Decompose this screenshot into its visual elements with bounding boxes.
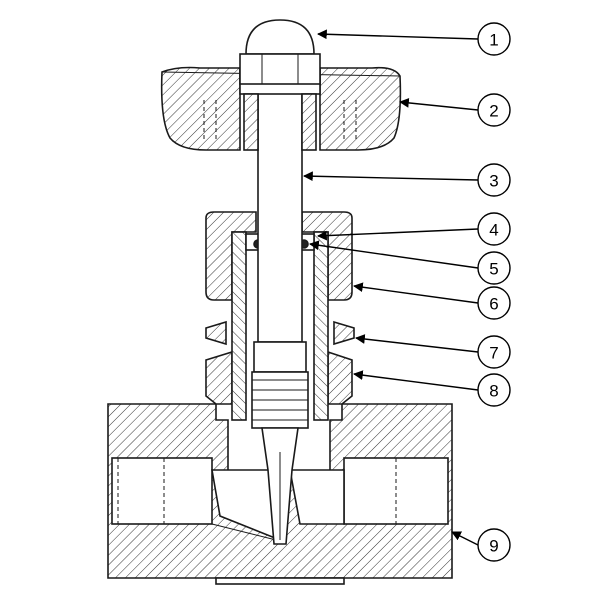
leader-4 [317, 228, 479, 241]
callout-3: 3 [477, 163, 511, 197]
valve-stem [251, 85, 309, 545]
callout-2-label: 2 [489, 102, 498, 121]
callout-6: 6 [477, 286, 511, 320]
callout-1-label: 1 [489, 31, 498, 50]
lock-nut [205, 320, 355, 346]
callout-1: 1 [477, 22, 511, 56]
leader-3 [303, 171, 479, 182]
leader-9 [451, 531, 479, 546]
bonnet-nut [205, 211, 353, 421]
callout-9-label: 9 [489, 537, 498, 556]
callout-7: 7 [477, 335, 511, 369]
callout-4: 4 [477, 212, 511, 246]
callout-4-label: 4 [489, 221, 498, 240]
leader-8 [353, 370, 479, 391]
callout-5: 5 [477, 251, 511, 285]
callout-3-label: 3 [489, 172, 498, 191]
leader-6 [353, 282, 479, 304]
leader-7 [355, 334, 479, 353]
callout-9: 9 [477, 528, 511, 562]
callout-8: 8 [477, 373, 511, 407]
callout-leaders [303, 29, 479, 546]
callout-2: 2 [477, 93, 511, 127]
leader-5 [309, 240, 479, 269]
callout-7-label: 7 [489, 344, 498, 363]
leader-2 [399, 98, 479, 111]
callout-8-label: 8 [489, 382, 498, 401]
callout-5-label: 5 [489, 260, 498, 279]
cap-nut [239, 19, 321, 85]
leader-1 [317, 29, 479, 40]
bonnet-lower-hex [205, 350, 353, 405]
callout-6-label: 6 [489, 295, 498, 314]
